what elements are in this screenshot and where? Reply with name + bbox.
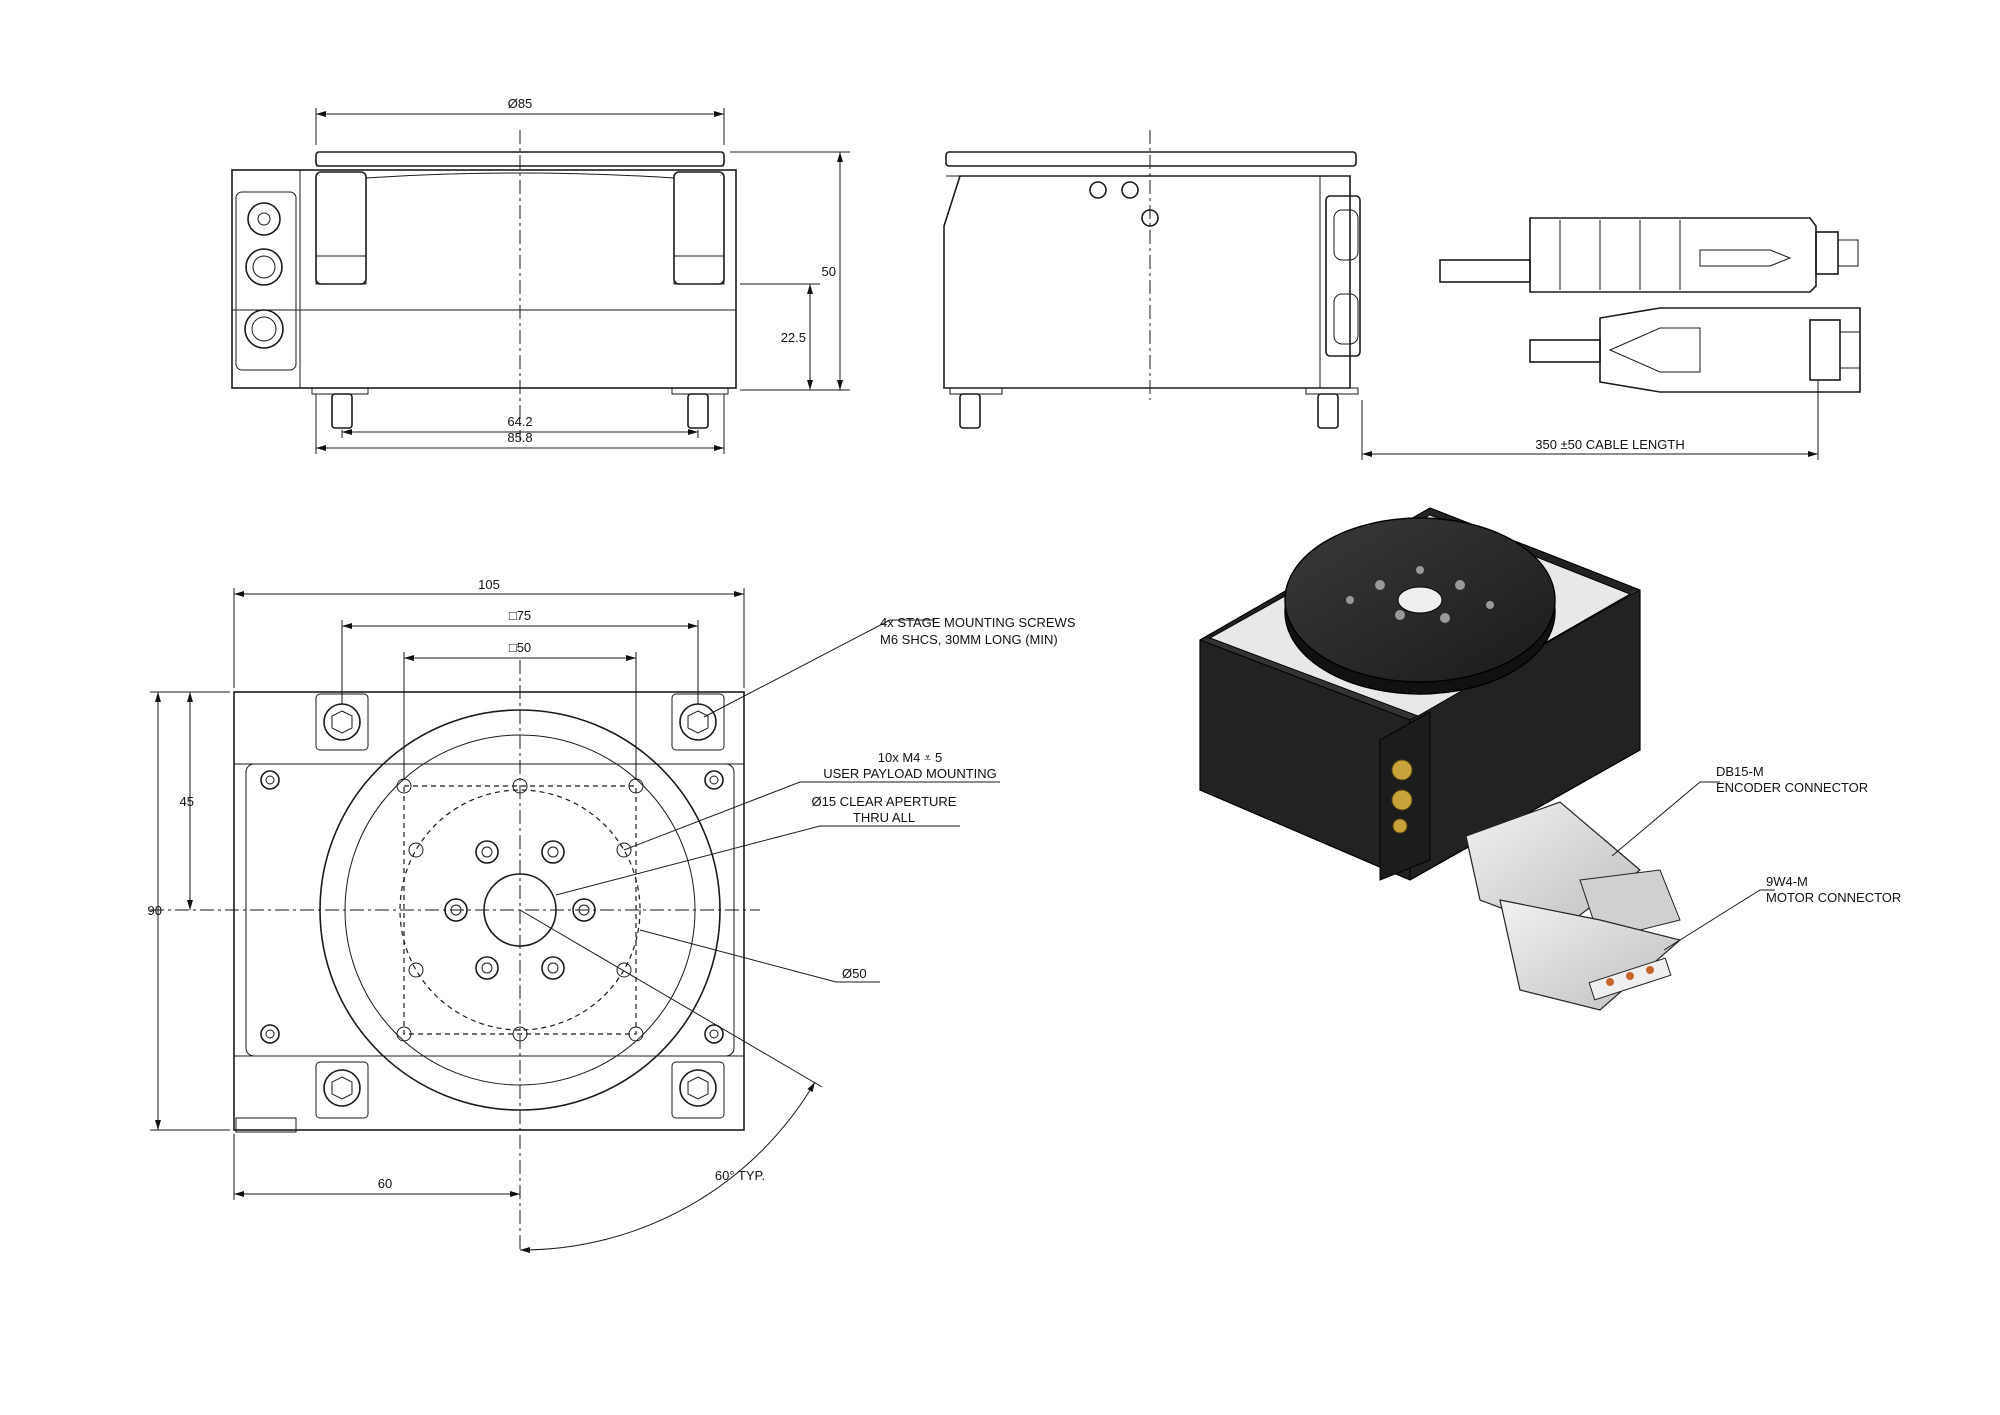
dim-half-height: 22.5 bbox=[781, 330, 806, 345]
foot bbox=[331, 393, 353, 429]
port-icon bbox=[245, 248, 283, 286]
port-icon bbox=[244, 309, 284, 349]
mounting-screw-icon bbox=[671, 1061, 725, 1119]
cable bbox=[1439, 259, 1531, 283]
side-top-plate bbox=[945, 151, 1357, 167]
callout-motor-line1: 9W4-M bbox=[1766, 874, 1808, 889]
dim-half-depth: 45 bbox=[180, 794, 194, 809]
foot bbox=[959, 393, 981, 429]
clamp-right bbox=[673, 171, 725, 285]
plan-view: 105 □75 □50 90 45 60 60° TYP. 4x STAGE M… bbox=[148, 577, 1076, 1254]
iso-port-icon bbox=[1391, 759, 1413, 781]
callout-encoder-line1: DB15-M bbox=[1716, 764, 1764, 779]
dim-square-50: □50 bbox=[509, 640, 531, 655]
dim-square-75: □75 bbox=[509, 608, 531, 623]
connector-panel bbox=[235, 191, 297, 371]
dim-top-diameter: Ø85 bbox=[508, 96, 533, 111]
side-body bbox=[943, 175, 1351, 389]
callout-motor-line2: MOTOR CONNECTOR bbox=[1766, 890, 1901, 905]
cable-connectors-view: 350 ±50 CABLE LENGTH bbox=[1361, 217, 1861, 460]
callout-payload-line2: USER PAYLOAD MOUNTING bbox=[823, 766, 997, 781]
dim-base-width: 85.8 bbox=[507, 430, 532, 445]
cable bbox=[1529, 339, 1601, 363]
iso-port-icon bbox=[1391, 789, 1413, 811]
plan-body bbox=[233, 691, 745, 1131]
callout-aperture-line1: Ø15 CLEAR APERTURE bbox=[812, 794, 957, 809]
motor-connector-body bbox=[1599, 307, 1861, 393]
callout-circle-diameter: Ø50 bbox=[842, 966, 867, 981]
dim-cable-length: 350 ±50 CABLE LENGTH bbox=[1535, 437, 1684, 452]
isometric-view: DB15-M ENCODER CONNECTOR 9W4-M MOTOR CON… bbox=[1199, 507, 1901, 1011]
dim-plan-depth: 90 bbox=[148, 903, 162, 918]
front-view: Ø85 50 22.5 64.2 85.8 bbox=[231, 96, 850, 454]
front-body bbox=[231, 169, 737, 389]
dim-offset-60: 60 bbox=[378, 1176, 392, 1191]
port-icon bbox=[247, 202, 281, 236]
foot bbox=[687, 393, 709, 429]
dim-plan-width: 105 bbox=[478, 577, 500, 592]
dim-angle: 60° TYP. bbox=[715, 1168, 765, 1183]
clamp-left bbox=[315, 171, 367, 285]
callout-aperture-line2: THRU ALL bbox=[853, 810, 915, 825]
callout-screws-line2: M6 SHCS, 30MM LONG (MIN) bbox=[880, 632, 1058, 647]
bolt-circle bbox=[399, 789, 641, 1031]
mounting-screw-icon bbox=[315, 1061, 369, 1119]
callout-payload-line1: 10x M4 ⩡ 5 bbox=[878, 750, 942, 765]
dim-foot-spacing: 64.2 bbox=[507, 414, 532, 429]
encoder-connector-body bbox=[1529, 217, 1817, 293]
dim-height: 50 bbox=[822, 264, 836, 279]
callout-screws-line1: 4x STAGE MOUNTING SCREWS bbox=[880, 615, 1076, 630]
callout-encoder-line2: ENCODER CONNECTOR bbox=[1716, 780, 1868, 795]
side-connector-block bbox=[1325, 195, 1361, 357]
foot bbox=[1317, 393, 1339, 429]
side-view bbox=[943, 130, 1361, 429]
